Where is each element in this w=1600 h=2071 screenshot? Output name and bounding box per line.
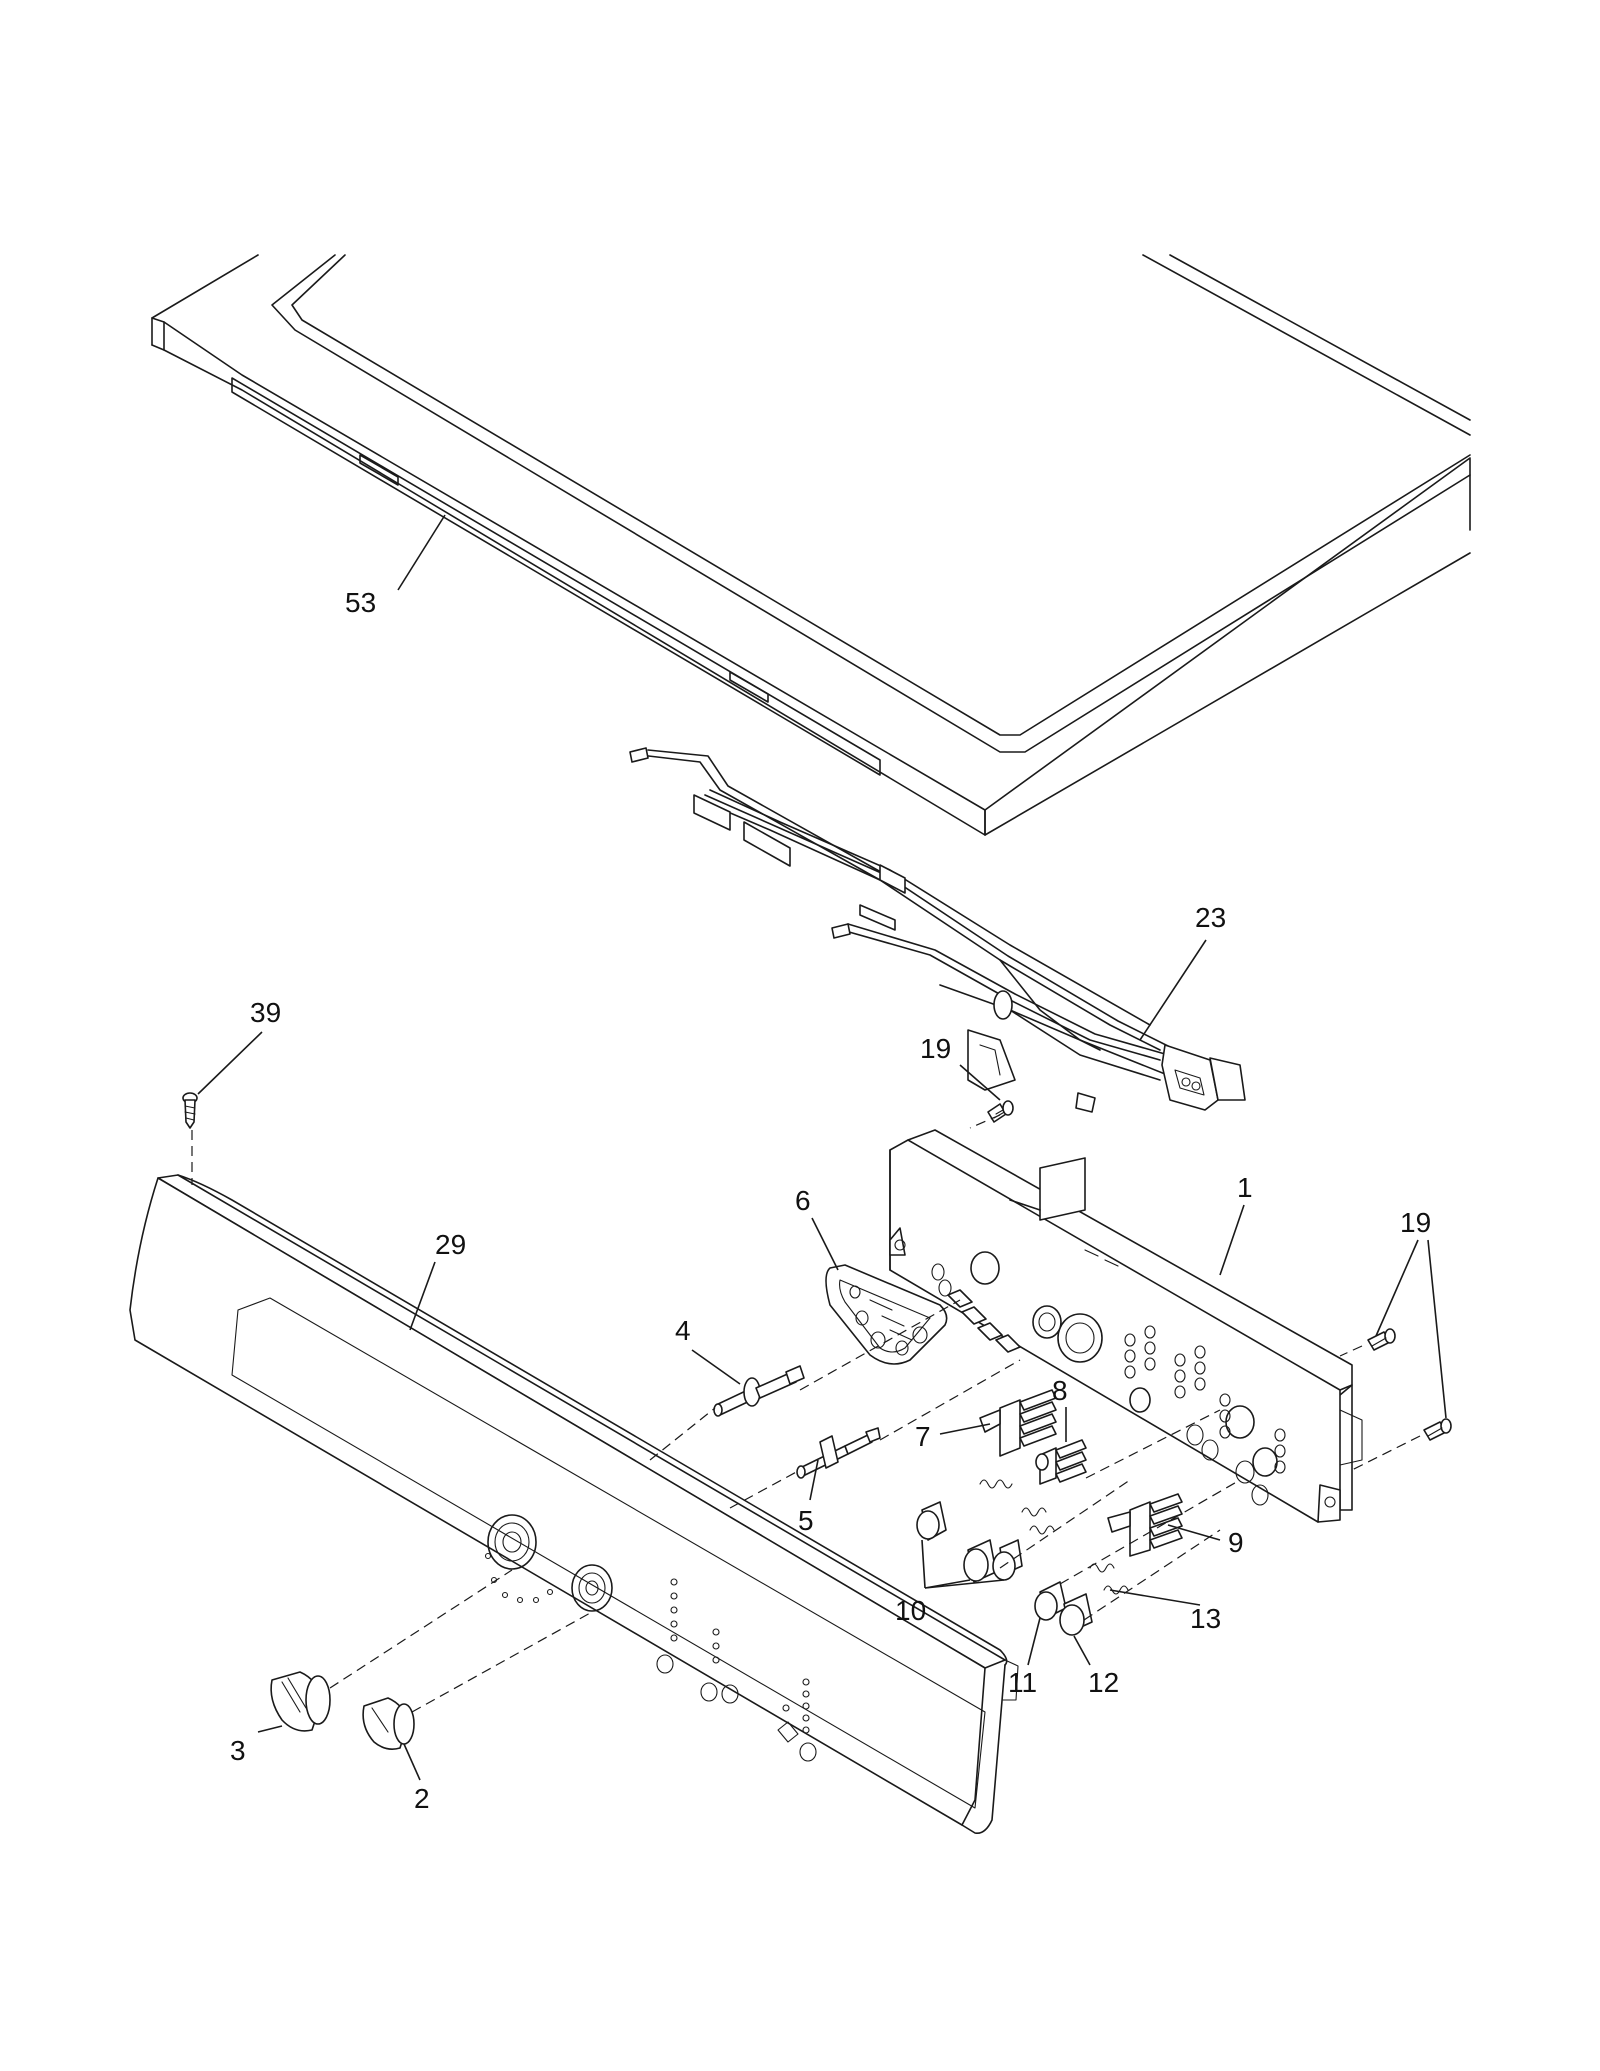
push-buttons-10 [916, 1501, 1023, 1583]
callout-13: 13 [1190, 1603, 1221, 1634]
callout-5: 5 [798, 1505, 814, 1536]
callout-9: 9 [1228, 1527, 1244, 1558]
screw-39 [182, 1092, 198, 1129]
button-12 [1059, 1593, 1093, 1636]
callout-7: 7 [915, 1421, 931, 1452]
button-carrier-9 [1107, 1493, 1183, 1557]
shaft-5 [796, 1427, 881, 1479]
screw-19-right-b [1423, 1418, 1452, 1441]
callout-10: 10 [895, 1595, 926, 1626]
top-cover-panel [151, 254, 1471, 836]
callout-12: 12 [1088, 1667, 1119, 1698]
control-console-panel [129, 1174, 1019, 1835]
button-carrier-7 [979, 1389, 1057, 1457]
callout-1: 1 [1237, 1172, 1253, 1203]
screw-19-right-a [1367, 1328, 1396, 1351]
callout-19-top: 19 [920, 1033, 951, 1064]
callout-4: 4 [675, 1315, 691, 1346]
callout-3: 3 [230, 1735, 246, 1766]
alignment-lines [191, 1114, 1421, 1713]
callout-39: 39 [250, 997, 281, 1028]
knob-3 [270, 1671, 331, 1732]
callout-8: 8 [1052, 1375, 1068, 1406]
callout-labels: 53 23 39 19 29 6 1 19 4 5 7 8 9 10 11 12… [230, 587, 1431, 1814]
callout-53: 53 [345, 587, 376, 618]
button-11 [1034, 1581, 1067, 1621]
button-bracket [825, 1264, 948, 1365]
callout-19-right: 19 [1400, 1207, 1431, 1238]
leader-lines [197, 514, 1447, 1781]
callout-29: 29 [435, 1229, 466, 1260]
callout-6: 6 [795, 1185, 811, 1216]
wiring-harness [629, 747, 1246, 1113]
callout-11: 11 [1008, 1667, 1037, 1698]
callout-2: 2 [414, 1783, 430, 1814]
button-carrier-8 [1035, 1439, 1087, 1485]
control-board [889, 1129, 1363, 1523]
springs [979, 1479, 1129, 1595]
callout-23: 23 [1195, 902, 1226, 933]
shaft-4 [713, 1365, 805, 1417]
knob-2 [362, 1697, 415, 1750]
